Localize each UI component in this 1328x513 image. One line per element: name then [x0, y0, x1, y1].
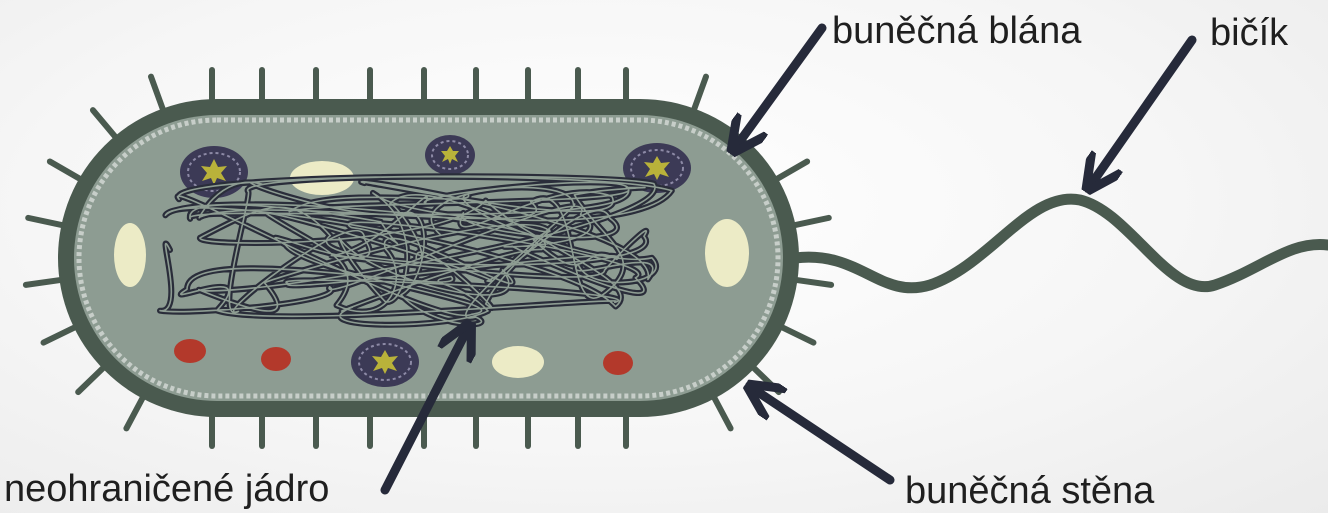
label-cell-wall: buněčná stěna: [905, 472, 1154, 510]
vacuole: [492, 346, 544, 378]
pilus: [693, 77, 706, 113]
pilus: [50, 162, 83, 181]
pilus: [28, 218, 65, 226]
ribosome: [603, 351, 633, 375]
pilus: [774, 162, 807, 181]
pilus: [93, 110, 117, 139]
vacuole: [705, 219, 749, 287]
arrow-membrane: [735, 28, 822, 148]
label-flagellum: bičík: [1210, 14, 1288, 52]
pilus: [792, 218, 829, 226]
vacuole: [114, 223, 146, 287]
pilus: [151, 77, 164, 113]
label-cell-membrane: buněčná blána: [832, 12, 1081, 50]
pilus: [713, 395, 731, 429]
ribosome: [261, 347, 291, 371]
pilus: [126, 395, 144, 429]
inclusion-body: [351, 337, 419, 387]
pilus: [44, 326, 78, 343]
pilus: [78, 366, 105, 392]
pilus: [26, 280, 64, 285]
label-nucleoid: neohraničené jádro: [4, 470, 329, 508]
inclusion-body: [425, 135, 475, 175]
pilus: [793, 280, 831, 285]
flagellum: [795, 199, 1328, 288]
arrow-flagellum: [1090, 40, 1192, 186]
pilus: [779, 326, 813, 343]
ribosome: [174, 339, 206, 363]
arrow-wall: [752, 388, 890, 480]
